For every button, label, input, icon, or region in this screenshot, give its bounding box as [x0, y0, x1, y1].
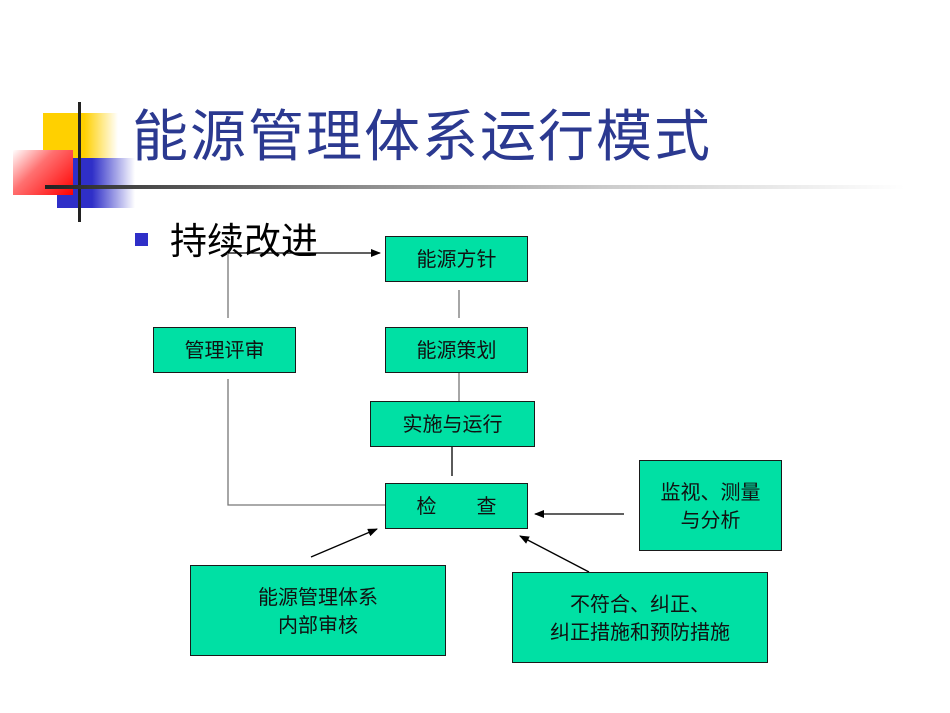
box-internal-audit-line2: 内部审核 [278, 612, 358, 637]
box-energy-planning-label: 能源策划 [416, 338, 497, 362]
box-check-label: 检 查 [416, 494, 497, 518]
logo-vertical-line [78, 102, 81, 222]
box-energy-planning: 能源策划 [385, 327, 528, 373]
check-review-line [227, 379, 385, 506]
box-monitoring-line2: 与分析 [680, 507, 741, 532]
nonconformity-check-arrow [519, 535, 590, 573]
box-monitoring: 监视、测量 与分析 [639, 460, 782, 551]
slide-title: 能源管理体系运行模式 [132, 105, 712, 170]
box-internal-audit: 能源管理体系 内部审核 [190, 565, 446, 656]
bullet-square-icon [135, 233, 148, 246]
box-implementation: 实施与运行 [370, 401, 535, 447]
box-check: 检 查 [385, 483, 528, 529]
box-monitoring-line1: 监视、测量 [660, 479, 761, 504]
box-nonconformity-line1: 不符合、纠正、 [570, 591, 710, 616]
title-underline [45, 185, 905, 189]
bullet-text: 持续改进 [170, 220, 318, 263]
box-internal-audit-line1: 能源管理体系 [258, 584, 378, 609]
box-energy-policy-label: 能源方针 [416, 247, 497, 271]
box-implementation-label: 实施与运行 [402, 412, 503, 436]
box-management-review: 管理评审 [153, 327, 296, 373]
box-energy-policy: 能源方针 [385, 236, 528, 282]
audit-check-arrow [310, 528, 378, 558]
box-nonconformity: 不符合、纠正、 纠正措施和预防措施 [512, 572, 768, 663]
box-nonconformity-line2: 纠正措施和预防措施 [550, 619, 730, 644]
box-management-review-label: 管理评审 [184, 338, 265, 362]
